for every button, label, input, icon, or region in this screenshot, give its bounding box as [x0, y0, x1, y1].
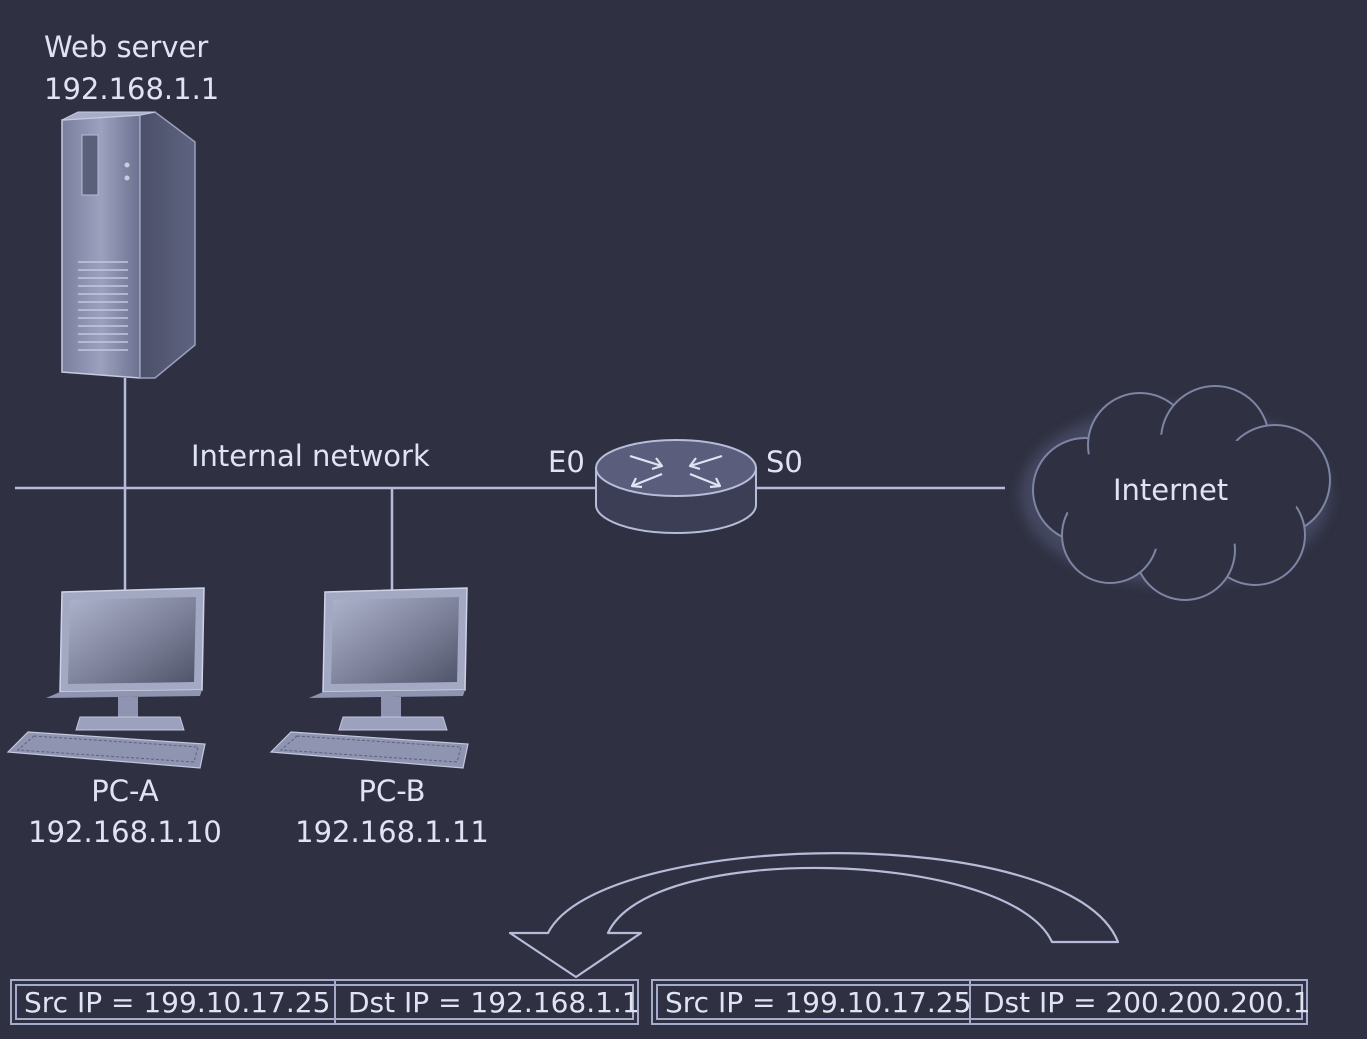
translated-dst-ip: Dst IP = 192.168.1.1 — [334, 981, 652, 1023]
translated-packet-header: Src IP = 199.10.17.25 Dst IP = 192.168.1… — [10, 979, 640, 1025]
router-icon — [595, 439, 757, 534]
internet-label: Internet — [1113, 473, 1229, 507]
network-links — [15, 378, 1005, 592]
original-dst-ip: Dst IP = 200.200.200.1 — [969, 981, 1322, 1023]
pc-b-name: PC-B — [358, 774, 426, 808]
web-server-ip: 192.168.1.1 — [44, 72, 220, 106]
translated-src-ip: Src IP = 199.10.17.25 — [24, 985, 331, 1019]
router-interface-s0: S0 — [766, 445, 803, 479]
desktop-pc-icon — [6, 587, 206, 769]
desktop-pc-icon — [269, 587, 469, 769]
pc-a-name: PC-A — [91, 774, 159, 808]
internal-network-label: Internal network — [191, 439, 430, 473]
cloud-icon — [1020, 385, 1331, 601]
curved-arrow-icon — [508, 852, 1120, 979]
server-tower-icon — [61, 111, 196, 379]
original-packet-header: Src IP = 199.10.17.25 Dst IP = 200.200.2… — [651, 979, 1310, 1025]
router-interface-e0: E0 — [548, 445, 585, 479]
pc-b-ip: 192.168.1.11 — [295, 815, 489, 849]
pc-a-ip: 192.168.1.10 — [28, 815, 222, 849]
web-server-name: Web server — [44, 30, 209, 64]
original-src-ip: Src IP = 199.10.17.25 — [665, 985, 972, 1019]
